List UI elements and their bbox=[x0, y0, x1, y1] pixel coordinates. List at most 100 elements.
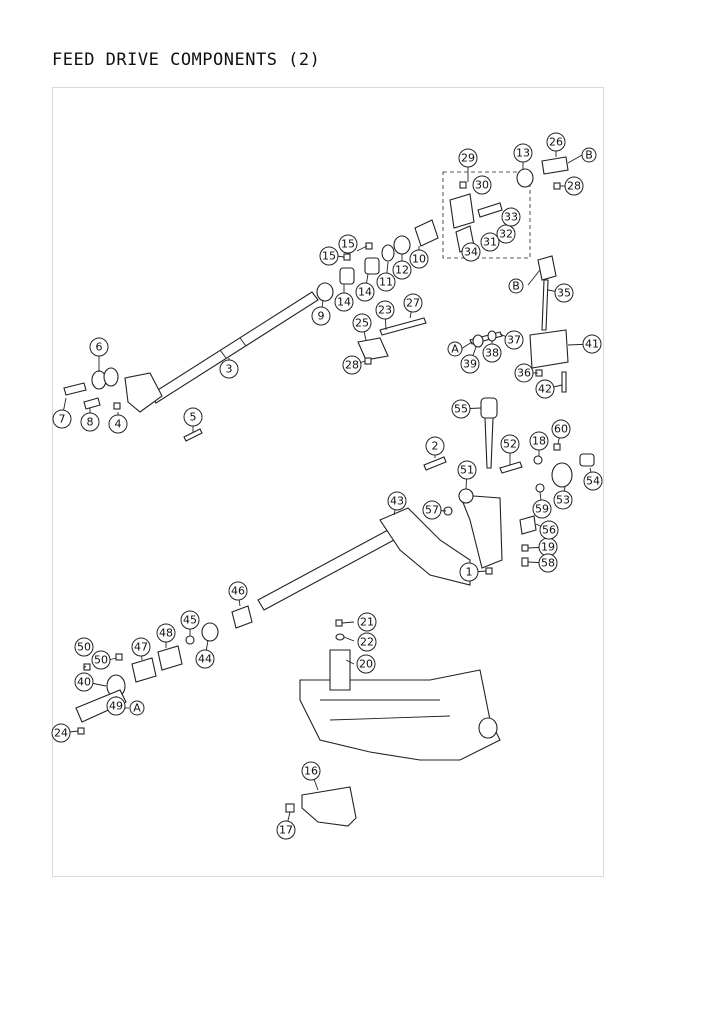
cover-plate bbox=[285, 786, 357, 827]
svg-text:1: 1 bbox=[466, 566, 473, 579]
svg-text:52: 52 bbox=[503, 438, 517, 451]
callout: 12 bbox=[392, 260, 412, 280]
svg-text:13: 13 bbox=[516, 147, 530, 160]
lower-shaft bbox=[257, 507, 471, 611]
callout: 42 bbox=[535, 379, 555, 399]
callout: 35 bbox=[554, 283, 574, 303]
callout: 11 bbox=[376, 272, 396, 292]
callout: 45 bbox=[180, 610, 200, 630]
svg-text:55: 55 bbox=[454, 403, 468, 416]
svg-text:17: 17 bbox=[279, 824, 293, 837]
callout: 51 bbox=[457, 460, 477, 480]
svg-text:50: 50 bbox=[77, 641, 91, 654]
page-title: FEED DRIVE COMPONENTS (2) bbox=[52, 50, 321, 70]
svg-text:4: 4 bbox=[115, 418, 122, 431]
svg-text:45: 45 bbox=[183, 614, 197, 627]
svg-text:22: 22 bbox=[360, 636, 374, 649]
pin-two bbox=[423, 456, 447, 471]
svg-text:42: 42 bbox=[538, 383, 552, 396]
callout: A bbox=[129, 700, 145, 716]
rod bbox=[480, 397, 498, 469]
callout: 23 bbox=[375, 300, 395, 320]
svg-text:18: 18 bbox=[532, 435, 546, 448]
callout: 49 bbox=[106, 696, 126, 716]
callout: 15 bbox=[319, 246, 339, 266]
callout: 8 bbox=[80, 412, 100, 432]
svg-text:49: 49 bbox=[109, 700, 123, 713]
callout: 43 bbox=[387, 491, 407, 511]
machine-frame bbox=[299, 619, 501, 761]
svg-text:32: 32 bbox=[499, 228, 513, 241]
callout: 13 bbox=[513, 143, 533, 163]
callout: 28 bbox=[564, 176, 584, 196]
eccentric-assembly bbox=[442, 156, 569, 259]
svg-text:29: 29 bbox=[461, 152, 475, 165]
callout: 3 bbox=[219, 359, 239, 379]
svg-text:51: 51 bbox=[460, 464, 474, 477]
svg-text:9: 9 bbox=[318, 310, 325, 323]
callout: 15 bbox=[338, 234, 358, 254]
callout: 16 bbox=[301, 761, 321, 781]
callout: 38 bbox=[482, 343, 502, 363]
callout: 10 bbox=[409, 249, 429, 269]
callout: 50 bbox=[74, 637, 94, 657]
svg-text:58: 58 bbox=[541, 557, 555, 570]
callout: 33 bbox=[501, 207, 521, 227]
svg-text:11: 11 bbox=[379, 276, 393, 289]
svg-text:38: 38 bbox=[485, 347, 499, 360]
svg-text:A: A bbox=[133, 702, 141, 715]
callout: 22 bbox=[357, 632, 377, 652]
main-shaft bbox=[149, 291, 319, 404]
svg-text:23: 23 bbox=[378, 304, 392, 317]
callout: 53 bbox=[553, 490, 573, 510]
svg-text:54: 54 bbox=[586, 475, 600, 488]
svg-text:59: 59 bbox=[535, 503, 549, 516]
svg-text:53: 53 bbox=[556, 494, 570, 507]
callout: 48 bbox=[156, 623, 176, 643]
callout: 4 bbox=[108, 414, 128, 434]
svg-text:48: 48 bbox=[159, 627, 173, 640]
svg-text:B: B bbox=[512, 280, 520, 293]
svg-text:41: 41 bbox=[585, 338, 599, 351]
callout: 25 bbox=[352, 313, 372, 333]
callout: 19 bbox=[538, 537, 558, 557]
callout: 26 bbox=[546, 132, 566, 152]
svg-text:15: 15 bbox=[322, 250, 336, 263]
svg-text:24: 24 bbox=[54, 727, 68, 740]
lever-assembly bbox=[469, 255, 569, 393]
svg-text:34: 34 bbox=[464, 246, 478, 259]
callout: 14 bbox=[334, 292, 354, 312]
callout: 32 bbox=[496, 224, 516, 244]
svg-text:36: 36 bbox=[517, 367, 531, 380]
callout: 31 bbox=[480, 232, 500, 252]
callout: 27 bbox=[403, 293, 423, 313]
callout: 59 bbox=[532, 499, 552, 519]
callout: 34 bbox=[461, 242, 481, 262]
svg-text:50: 50 bbox=[94, 654, 108, 667]
callout: 57 bbox=[422, 500, 442, 520]
svg-text:19: 19 bbox=[541, 541, 555, 554]
svg-text:B: B bbox=[585, 149, 593, 162]
callout: 14 bbox=[355, 282, 375, 302]
callout: B bbox=[581, 147, 597, 163]
callout: 6 bbox=[89, 337, 109, 357]
link-assembly bbox=[357, 317, 427, 365]
svg-text:10: 10 bbox=[412, 253, 426, 266]
svg-text:2: 2 bbox=[432, 440, 439, 453]
bracket bbox=[443, 488, 503, 575]
callout: 1 bbox=[459, 562, 479, 582]
svg-text:35: 35 bbox=[557, 287, 571, 300]
callout: 60 bbox=[551, 419, 571, 439]
svg-text:21: 21 bbox=[360, 616, 374, 629]
svg-text:15: 15 bbox=[341, 238, 355, 251]
svg-text:28: 28 bbox=[567, 180, 581, 193]
diagram-frame bbox=[52, 87, 604, 877]
callout: 17 bbox=[276, 820, 296, 840]
svg-text:40: 40 bbox=[77, 676, 91, 689]
svg-text:26: 26 bbox=[549, 136, 563, 149]
svg-text:3: 3 bbox=[226, 363, 233, 376]
svg-text:5: 5 bbox=[190, 411, 197, 424]
callout: 18 bbox=[529, 431, 549, 451]
callout: 50 bbox=[91, 650, 111, 670]
